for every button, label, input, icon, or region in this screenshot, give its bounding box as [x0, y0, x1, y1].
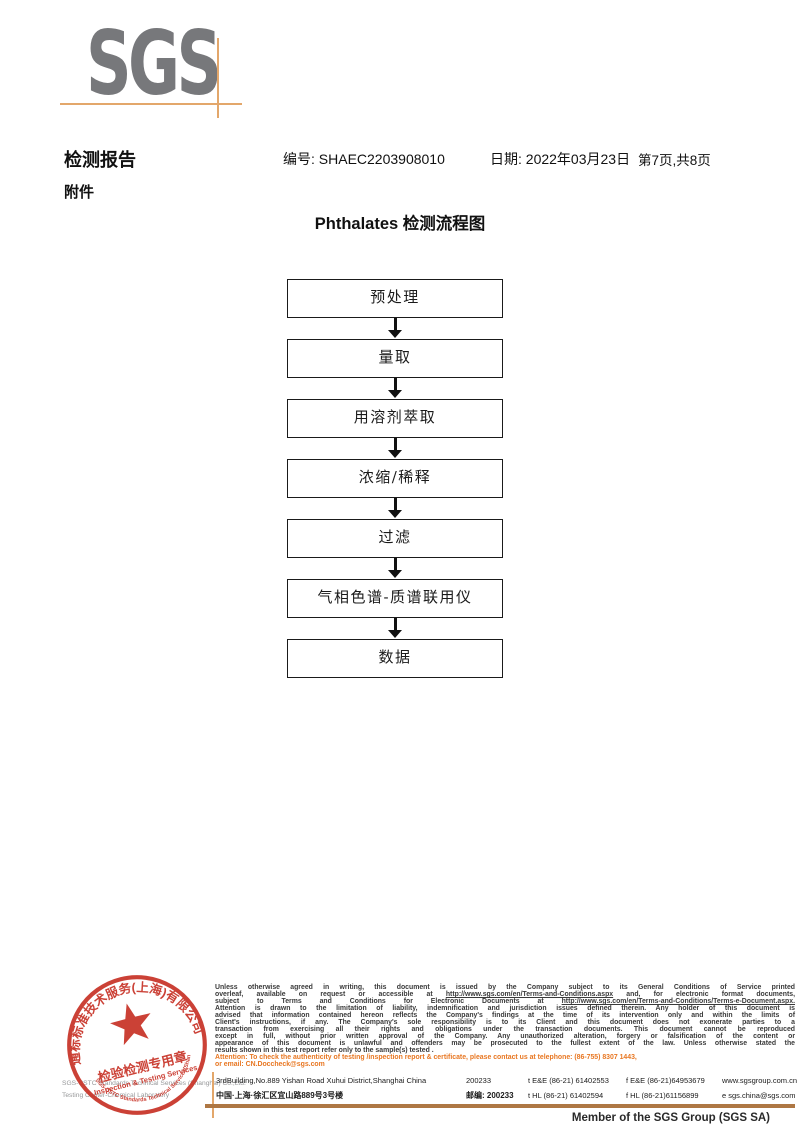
address-en: 3rdBuilding,No.889 Yishan Road Xuhui Dis…	[216, 1076, 427, 1085]
flow-arrow-down-icon	[287, 498, 503, 519]
disclaimer-line: subject to Terms and Conditions for Elec…	[215, 998, 795, 1005]
flow-arrow-down-icon	[287, 438, 503, 459]
fax-2: f HL (86-21)61156899	[626, 1091, 699, 1100]
flow-arrow-down-icon	[287, 558, 503, 579]
footer-company-name: SGS-CSTC Standards Technical Services (S…	[62, 1080, 246, 1087]
disclaimer-line: appearance of this document is unlawful …	[215, 1040, 795, 1047]
logo-vertical-line	[217, 38, 219, 118]
disclaimer-line: transaction from exercising all their ri…	[215, 1026, 795, 1033]
footer-rule	[205, 1104, 795, 1108]
stamp-ring	[67, 975, 207, 1115]
flow-step-box: 过滤	[287, 519, 503, 558]
disclaimer-line: Unless otherwise agreed in writing, this…	[215, 984, 795, 991]
flow-step-box: 预处理	[287, 279, 503, 318]
disclaimer-line: except in full, without prior written ap…	[215, 1033, 795, 1040]
website: www.sgsgroup.com.cn	[722, 1076, 798, 1085]
disclaimer-line: advised that information contained hereo…	[215, 1012, 795, 1019]
inspection-stamp: 通标标准技术服务(上海)有限公司 检验检测专用章 Inspection & Te…	[64, 972, 207, 1118]
flowchart-title: Phthalates 检测流程图	[314, 215, 486, 233]
flowchart: 预处理量取用溶剂萃取浓缩/稀释过滤气相色谱-质谱联用仪数据	[287, 279, 503, 678]
attention-line: Attention: To check the authenticity of …	[215, 1054, 637, 1061]
report-date-label: 日期:	[490, 151, 522, 167]
postcode-en: 200233	[466, 1076, 492, 1085]
address-block: 3rdBuilding,No.889 Yishan Road Xuhui Dis…	[216, 1073, 798, 1103]
phone-2: t HL (86-21) 61402594	[528, 1091, 604, 1100]
fax-1: f E&E (86-21)64953679	[626, 1076, 705, 1085]
sgs-logo: SGS	[86, 12, 222, 115]
flow-step-box: 用溶剂萃取	[287, 399, 503, 438]
report-title: 检测报告	[64, 150, 136, 170]
report-number-label: 编号:	[283, 151, 315, 167]
disclaimer-line: Attention is drawn to the limitation of …	[215, 1005, 795, 1012]
disclaimer-line: Client's instructions, if any. The Compa…	[215, 1019, 795, 1026]
flow-step-box: 气相色谱-质谱联用仪	[287, 579, 503, 618]
logo-horizontal-line	[60, 103, 242, 105]
attachment-label: 附件	[64, 184, 95, 201]
footer-lab-name: Testing Center-Chemical Laboratory	[62, 1092, 170, 1099]
stamp-star-icon	[110, 1003, 151, 1046]
member-line: Member of the SGS Group (SGS SA)	[571, 1112, 770, 1124]
flow-step-box: 数据	[287, 639, 503, 678]
legal-disclaimer: Unless otherwise agreed in writing, this…	[215, 984, 795, 1068]
flow-arrow-down-icon	[287, 618, 503, 639]
attention-email-line: or email: CN.Doccheck@sgs.com	[215, 1061, 325, 1068]
email: e sgs.china@sgs.com	[722, 1091, 796, 1100]
report-date: 日期: 2022年03月23日	[490, 149, 630, 169]
disclaimer-line: results shown in this test report refer …	[215, 1047, 434, 1054]
phone-1: t E&E (86-21) 61402553	[528, 1076, 609, 1085]
postcode-cn: 邮编: 200233	[466, 1091, 514, 1100]
report-number-value: SHAEC2203908010	[318, 151, 445, 167]
footer-crop-mark-vertical	[212, 1072, 214, 1118]
flow-step-box: 量取	[287, 339, 503, 378]
disclaimer-line: overleaf, available on request or access…	[215, 991, 795, 998]
address-cn: 中国·上海·徐汇区宜山路889号3号楼	[216, 1091, 344, 1100]
report-date-value: 2022年03月23日	[525, 151, 631, 167]
flow-arrow-down-icon	[287, 378, 503, 399]
disclaimer-paragraph: Unless otherwise agreed in writing, this…	[215, 984, 795, 1054]
flow-arrow-down-icon	[287, 318, 503, 339]
report-number: 编号: SHAEC2203908010	[283, 149, 445, 169]
flow-step-box: 浓缩/稀释	[287, 459, 503, 498]
page-indicator: 第7页,共8页	[638, 153, 711, 168]
